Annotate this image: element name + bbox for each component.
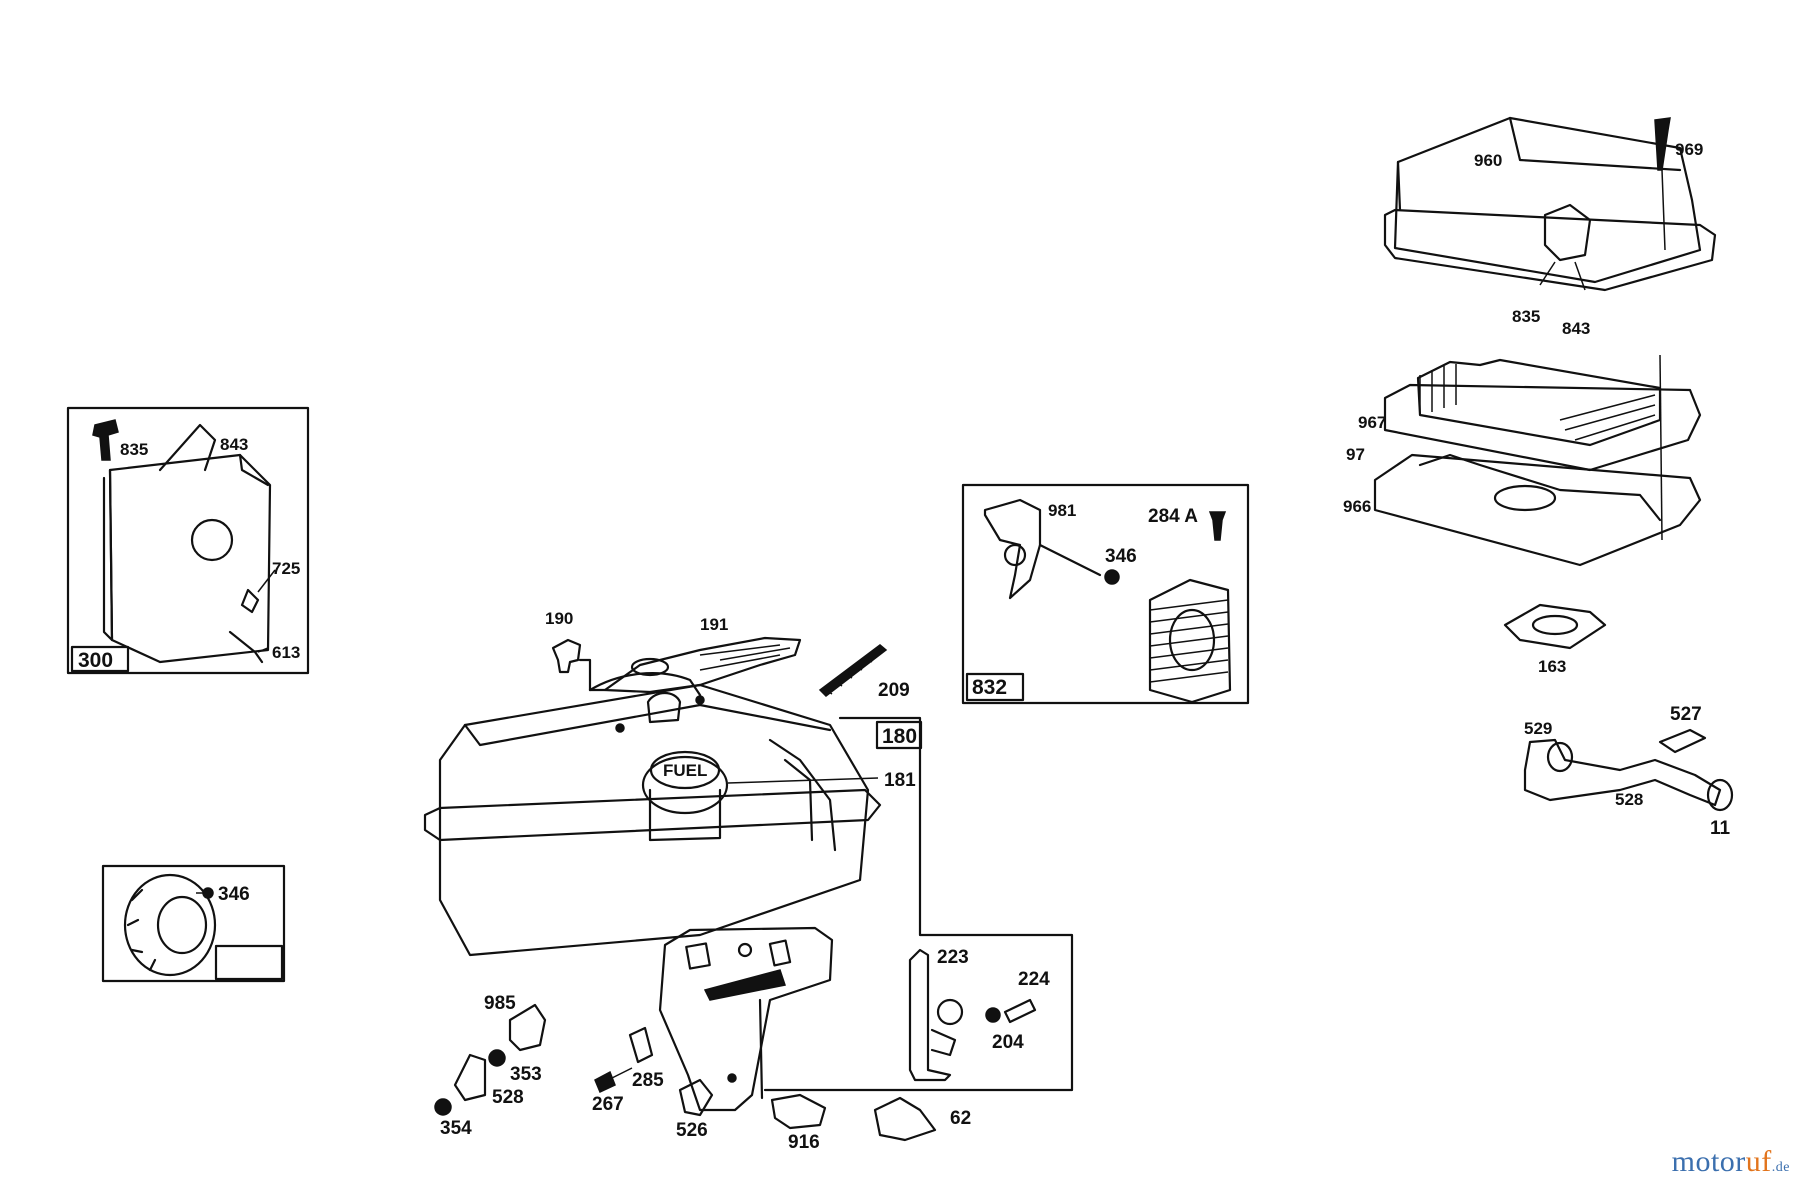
air-cleaner-hole [190, 518, 234, 562]
label-180: 180 [882, 725, 917, 748]
fuel-cap [641, 755, 729, 815]
bracket-843 [1543, 203, 1592, 262]
label-300: 300 [78, 649, 113, 672]
watermark: motoruf.de [1672, 1145, 1790, 1179]
tank-body [438, 683, 870, 957]
clamp-916-icon [770, 1093, 827, 1130]
label-526: 526 [676, 1120, 708, 1141]
washer-204-icon [985, 1007, 1001, 1023]
cylinder-shroud [1148, 578, 1232, 704]
fuel-tank: FUEL 180 181 [423, 672, 1074, 1112]
inset-number-box [965, 672, 1025, 702]
label-969: 969 [1675, 140, 1703, 159]
label-190: 190 [545, 609, 573, 628]
bracket-62-icon [873, 1096, 937, 1142]
governor-lever [983, 498, 1042, 600]
label-985: 985 [484, 993, 516, 1014]
inset-frame [66, 406, 310, 675]
label-346: 346 [218, 884, 250, 905]
air-cleaner-inset: 300 835 843 725 613 [66, 406, 310, 675]
rotor-disc [123, 873, 217, 977]
label-967: 967 [1358, 413, 1386, 432]
label-725: 725 [272, 559, 300, 578]
label-916: 916 [788, 1132, 820, 1153]
label-224: 224 [1018, 969, 1050, 990]
governor-inset: 832 981 284 A 346 [961, 483, 1250, 705]
label-209: 209 [878, 680, 910, 701]
label-354: 354 [440, 1118, 472, 1139]
tank-filler-neck [646, 691, 682, 724]
fuel-strainer [603, 636, 802, 694]
clamp-527-icon [1658, 728, 1707, 754]
label-527: 527 [1670, 704, 1702, 725]
label-163: 163 [1538, 657, 1566, 676]
label-966: 966 [1343, 497, 1371, 516]
clip-985-icon [508, 1003, 547, 1052]
label-181: 181 [884, 770, 916, 791]
label-204: 204 [992, 1032, 1024, 1053]
label-981: 981 [1048, 501, 1076, 520]
tank-flange [423, 788, 882, 842]
label-835-cover: 835 [1512, 307, 1540, 326]
label-285: 285 [632, 1070, 664, 1091]
label-284A: 284 A [1148, 506, 1198, 527]
label-960: 960 [1474, 151, 1502, 170]
label-843-cover: 843 [1562, 319, 1590, 338]
screw-224-icon [1003, 998, 1037, 1024]
screw-267-icon [594, 1070, 616, 1094]
label-528: 528 [492, 1087, 524, 1108]
link-223 [908, 948, 952, 1082]
label-613: 613 [272, 643, 300, 662]
nut-526-icon [678, 1078, 714, 1117]
spring-209-icon [818, 644, 888, 697]
label-346-governor: 346 [1105, 546, 1137, 567]
inset-frame [101, 864, 286, 983]
air-cleaner-housing [108, 453, 272, 664]
nut-354-icon [434, 1098, 452, 1116]
label-353: 353 [510, 1064, 542, 1085]
fastener-icon [228, 588, 264, 664]
label-832: 832 [972, 676, 1007, 699]
fuel-line-528 [1523, 738, 1722, 807]
label-11: 11 [1710, 818, 1731, 839]
label-835: 835 [120, 440, 148, 459]
bracket-285-icon [628, 1026, 654, 1064]
rotor-inset: 346 [101, 864, 286, 983]
label-267: 267 [592, 1094, 624, 1115]
inset-number-box [214, 944, 284, 981]
bolt-190-icon [551, 638, 582, 674]
gasket-163 [1503, 603, 1607, 650]
group-180-box [875, 720, 923, 750]
label-223: 223 [937, 947, 969, 968]
nut-346-icon [1104, 569, 1120, 585]
tank-top-parts: 190 191 209 [545, 609, 910, 701]
screw-284a-icon [1208, 511, 1227, 541]
label-529: 529 [1524, 719, 1552, 738]
screw-icon [92, 419, 119, 461]
label-528-line: 528 [1615, 790, 1643, 809]
watermark-accent: uf [1745, 1145, 1772, 1178]
air-cleaner-bracket [158, 423, 217, 472]
label-62: 62 [950, 1108, 971, 1129]
label-97: 97 [1346, 445, 1365, 464]
cover-960 [1393, 116, 1702, 284]
label-843: 843 [220, 435, 248, 454]
bracket-528-icon [453, 1053, 487, 1102]
screw-969-icon [1654, 117, 1671, 171]
inset-number-box [70, 645, 130, 673]
label-191: 191 [700, 615, 728, 634]
watermark-main: motor [1671, 1145, 1746, 1178]
small-hardware: 985 353 528 354 285 267 526 916 62 [434, 993, 971, 1153]
group-180-leader [763, 716, 1074, 1092]
engine-cover-assembly: 960 969 835 843 967 97 966 163 529 527 5… [1343, 116, 1734, 839]
cap-marking: FUEL [663, 761, 707, 780]
clamp-11-icon [1706, 778, 1734, 812]
washer-353-icon [488, 1049, 506, 1067]
watermark-tld: .de [1771, 1160, 1790, 1175]
throttle-link-parts: 223 224 204 [908, 947, 1050, 1082]
washer-icon [202, 887, 214, 899]
inset-frame [961, 483, 1250, 705]
